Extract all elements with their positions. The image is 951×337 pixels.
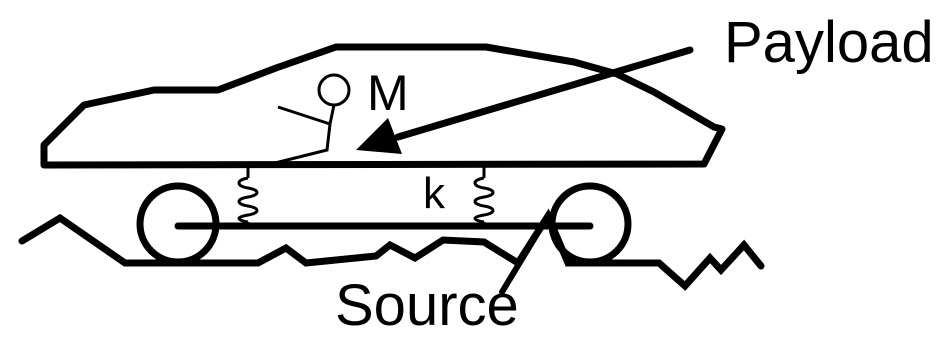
left-spring (237, 166, 259, 226)
right-spring (473, 166, 495, 226)
spring-constant-label: k (423, 169, 446, 218)
mass-label: M (367, 65, 409, 121)
driver-arm (277, 105, 331, 126)
payload-arrowhead (356, 118, 402, 154)
payload-arrow (356, 46, 694, 154)
driver-body (274, 104, 336, 165)
car-body-outline (40, 43, 726, 169)
payload-label: Payload (724, 10, 934, 75)
source-pointer (499, 213, 551, 295)
driver-head (317, 73, 351, 107)
driver-figure (274, 73, 351, 165)
source-label: Source (335, 273, 519, 332)
road-surface (18, 208, 765, 291)
